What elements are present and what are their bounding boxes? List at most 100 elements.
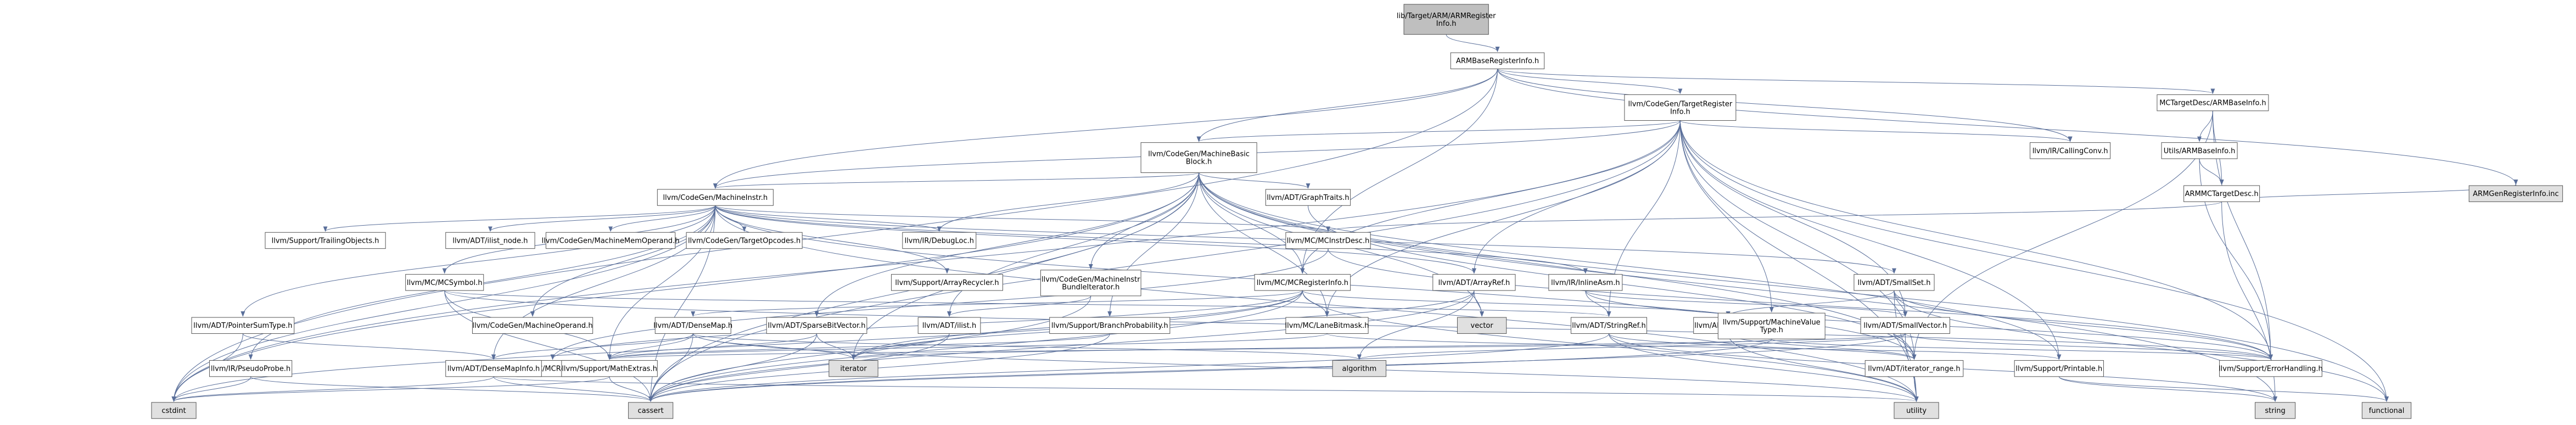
node-errorhandling[interactable]: llvm/Support/ErrorHandling.h xyxy=(2219,360,2323,377)
edge-lanebitmask-to-mathextras xyxy=(607,333,1328,360)
node-label: llvm/ADT/SparseBitVector.h xyxy=(768,322,866,330)
edge-abri-to-mcbase xyxy=(1497,68,2215,94)
node-label: llvm/CodeGen/MachineInstr xyxy=(1041,276,1140,284)
node-label: llvm/Support/Printable.h xyxy=(2015,365,2102,373)
edge-mi-to-arrayref xyxy=(715,205,1476,274)
node-label: ARMBaseRegisterInfo.h xyxy=(1456,57,1539,65)
node-mi[interactable]: llvm/CodeGen/MachineInstr.h xyxy=(657,189,774,206)
node-box xyxy=(2468,185,2563,202)
node-inlineasm[interactable]: llvm/IR/InlineAsm.h xyxy=(1548,274,1623,291)
node-box xyxy=(1403,4,1489,35)
node-lanebitmask[interactable]: llvm/MC/LaneBitmask.h xyxy=(1285,317,1369,334)
node-sparsebv[interactable]: llvm/ADT/SparseBitVector.h xyxy=(766,317,867,334)
node-mmo[interactable]: llvm/CodeGen/MachineMemOperand.h xyxy=(542,232,680,249)
node-cstdint: cstdint xyxy=(151,402,197,419)
edge-smallset-to-errorhandling xyxy=(1894,290,2273,360)
node-box xyxy=(628,402,674,419)
node-printable[interactable]: llvm/Support/Printable.h xyxy=(2014,360,2104,377)
node-smallvector[interactable]: llvm/ADT/SmallVector.h xyxy=(1860,317,1950,334)
node-debugloc[interactable]: llvm/IR/DebugLoc.h xyxy=(902,232,977,249)
node-stringref[interactable]: llvm/ADT/StringRef.h xyxy=(1570,317,1647,334)
node-label: lib/Target/ARM/ARMRegister xyxy=(1397,12,1496,20)
edge-abri-to-tri xyxy=(1497,69,1683,94)
node-label: iterator xyxy=(840,365,867,373)
node-utilsbase[interactable]: Utils/ARMBaseInfo.h xyxy=(2161,142,2238,159)
node-box xyxy=(1548,274,1623,291)
edge-densemap-to-algorithm xyxy=(692,333,1362,360)
node-mcdesc[interactable]: ARMMCTargetDesc.h xyxy=(2183,185,2260,202)
node-label: llvm/ADT/ilist_node.h xyxy=(452,237,528,245)
node-box xyxy=(2014,360,2104,377)
node-box xyxy=(2183,185,2260,202)
edge-smallset-to-smallvector xyxy=(1894,290,1908,317)
node-label: cassert xyxy=(638,407,664,415)
node-box xyxy=(209,360,293,377)
edge-mi-to-mmo xyxy=(608,205,716,232)
edge-iteratorh-to-utility xyxy=(1728,333,1919,402)
node-ilistnode[interactable]: llvm/ADT/ilist_node.h xyxy=(445,232,535,249)
node-mathextras[interactable]: llvm/Support/MathExtras.h xyxy=(561,360,658,377)
node-box xyxy=(1140,142,1257,173)
node-label: llvm/ADT/DenseMap.h xyxy=(653,322,732,330)
edge-mbb-to-mcreginfo xyxy=(1199,172,1305,274)
node-tracking[interactable]: llvm/Support/TrailingObjects.h xyxy=(265,232,386,249)
node-ilist[interactable]: llvm/ADT/ilist.h xyxy=(917,317,981,334)
edge-abri-to-callconv xyxy=(1497,69,2073,142)
node-string: string xyxy=(2255,402,2296,419)
edge-mi-to-debugloc xyxy=(715,205,942,232)
node-label: llvm/ADT/DenseMapInfo.h xyxy=(447,365,540,373)
edge-pseudoprobe-to-cstdint xyxy=(171,376,251,402)
node-box xyxy=(2161,142,2238,159)
node-label: llvm/ADT/PointerSumType.h xyxy=(193,322,292,330)
node-label: llvm/CodeGen/MachineOperand.h xyxy=(473,322,593,330)
node-branchprob[interactable]: llvm/Support/BranchProbability.h xyxy=(1049,317,1171,334)
edge-smallset-to-iteratorh xyxy=(1726,290,1895,317)
node-ptrsum[interactable]: llvm/ADT/PointerSumType.h xyxy=(191,317,295,334)
edge-branchprob-to-cassert xyxy=(648,333,1110,402)
edge-densemapinfo-to-utility xyxy=(493,376,1918,402)
node-box xyxy=(1254,274,1351,291)
node-smallset[interactable]: llvm/ADT/SmallSet.h xyxy=(1853,274,1935,291)
node-mop[interactable]: llvm/CodeGen/MachineOperand.h xyxy=(472,317,593,334)
node-label: Info.h xyxy=(1436,20,1457,28)
node-mcbase[interactable]: MCTargetDesc/ARMBaseInfo.h xyxy=(2157,94,2269,111)
node-box xyxy=(1717,312,1825,339)
edge-mbb-to-debugloc xyxy=(937,172,1200,232)
node-densemap[interactable]: llvm/ADT/DenseMap.h xyxy=(653,317,732,334)
node-graphtraits[interactable]: llvm/ADT/GraphTraits.h xyxy=(1265,189,1351,206)
node-iterrange[interactable]: llvm/ADT/iterator_range.h xyxy=(1864,360,1964,377)
node-cassert: cassert xyxy=(628,402,674,419)
edge-mvt-to-cassert xyxy=(648,339,1772,402)
node-box xyxy=(1040,270,1141,297)
edge-tri-to-errorhandling xyxy=(1679,120,2273,360)
node-callconv[interactable]: llvm/IR/CallingConv.h xyxy=(2030,142,2111,159)
edge-smallvector-to-errorhandling xyxy=(1905,333,2273,360)
node-arrayref[interactable]: llvm/ADT/ArrayRef.h xyxy=(1432,274,1516,291)
edge-branchprob-to-mathextras xyxy=(607,333,1110,360)
edge-mi-to-ptrsum xyxy=(240,205,716,317)
node-box xyxy=(2157,94,2269,111)
node-box xyxy=(2255,402,2296,419)
node-mcreginfo[interactable]: llvm/MC/MCRegisterInfo.h xyxy=(1254,274,1351,291)
node-label: llvm/CodeGen/TargetRegister xyxy=(1628,100,1733,108)
node-box xyxy=(445,232,535,249)
node-geninc: ARMGenRegisterInfo.inc xyxy=(2468,185,2563,202)
edge-mi-to-cstdint xyxy=(171,205,716,402)
node-mcinstrdesc[interactable]: llvm/MC/MCInstrDesc.h xyxy=(1285,232,1371,249)
edge-smallset-to-utility xyxy=(1894,290,1919,402)
node-mcsymbol[interactable]: llvm/MC/MCSymbol.h xyxy=(405,274,484,291)
node-arrayrecycler[interactable]: llvm/Support/ArrayRecycler.h xyxy=(891,274,1003,291)
node-pseudoprobe[interactable]: llvm/IR/PseudoProbe.h xyxy=(209,360,293,377)
node-opcodes[interactable]: llvm/CodeGen/TargetOpcodes.h xyxy=(686,232,803,249)
node-bundleiter[interactable]: llvm/CodeGen/MachineInstrBundleIterator.… xyxy=(1040,270,1141,297)
node-label: llvm/MC/MCInstrDesc.h xyxy=(1287,237,1370,245)
node-label: llvm/Support/ArrayRecycler.h xyxy=(895,279,999,287)
edge-tri-to-mcreginfo xyxy=(1300,120,1681,274)
node-abri[interactable]: ARMBaseRegisterInfo.h xyxy=(1450,52,1545,69)
node-densemapinfo[interactable]: llvm/ADT/DenseMapInfo.h xyxy=(445,360,542,377)
edge-arrayref-to-cassert xyxy=(648,290,1475,402)
